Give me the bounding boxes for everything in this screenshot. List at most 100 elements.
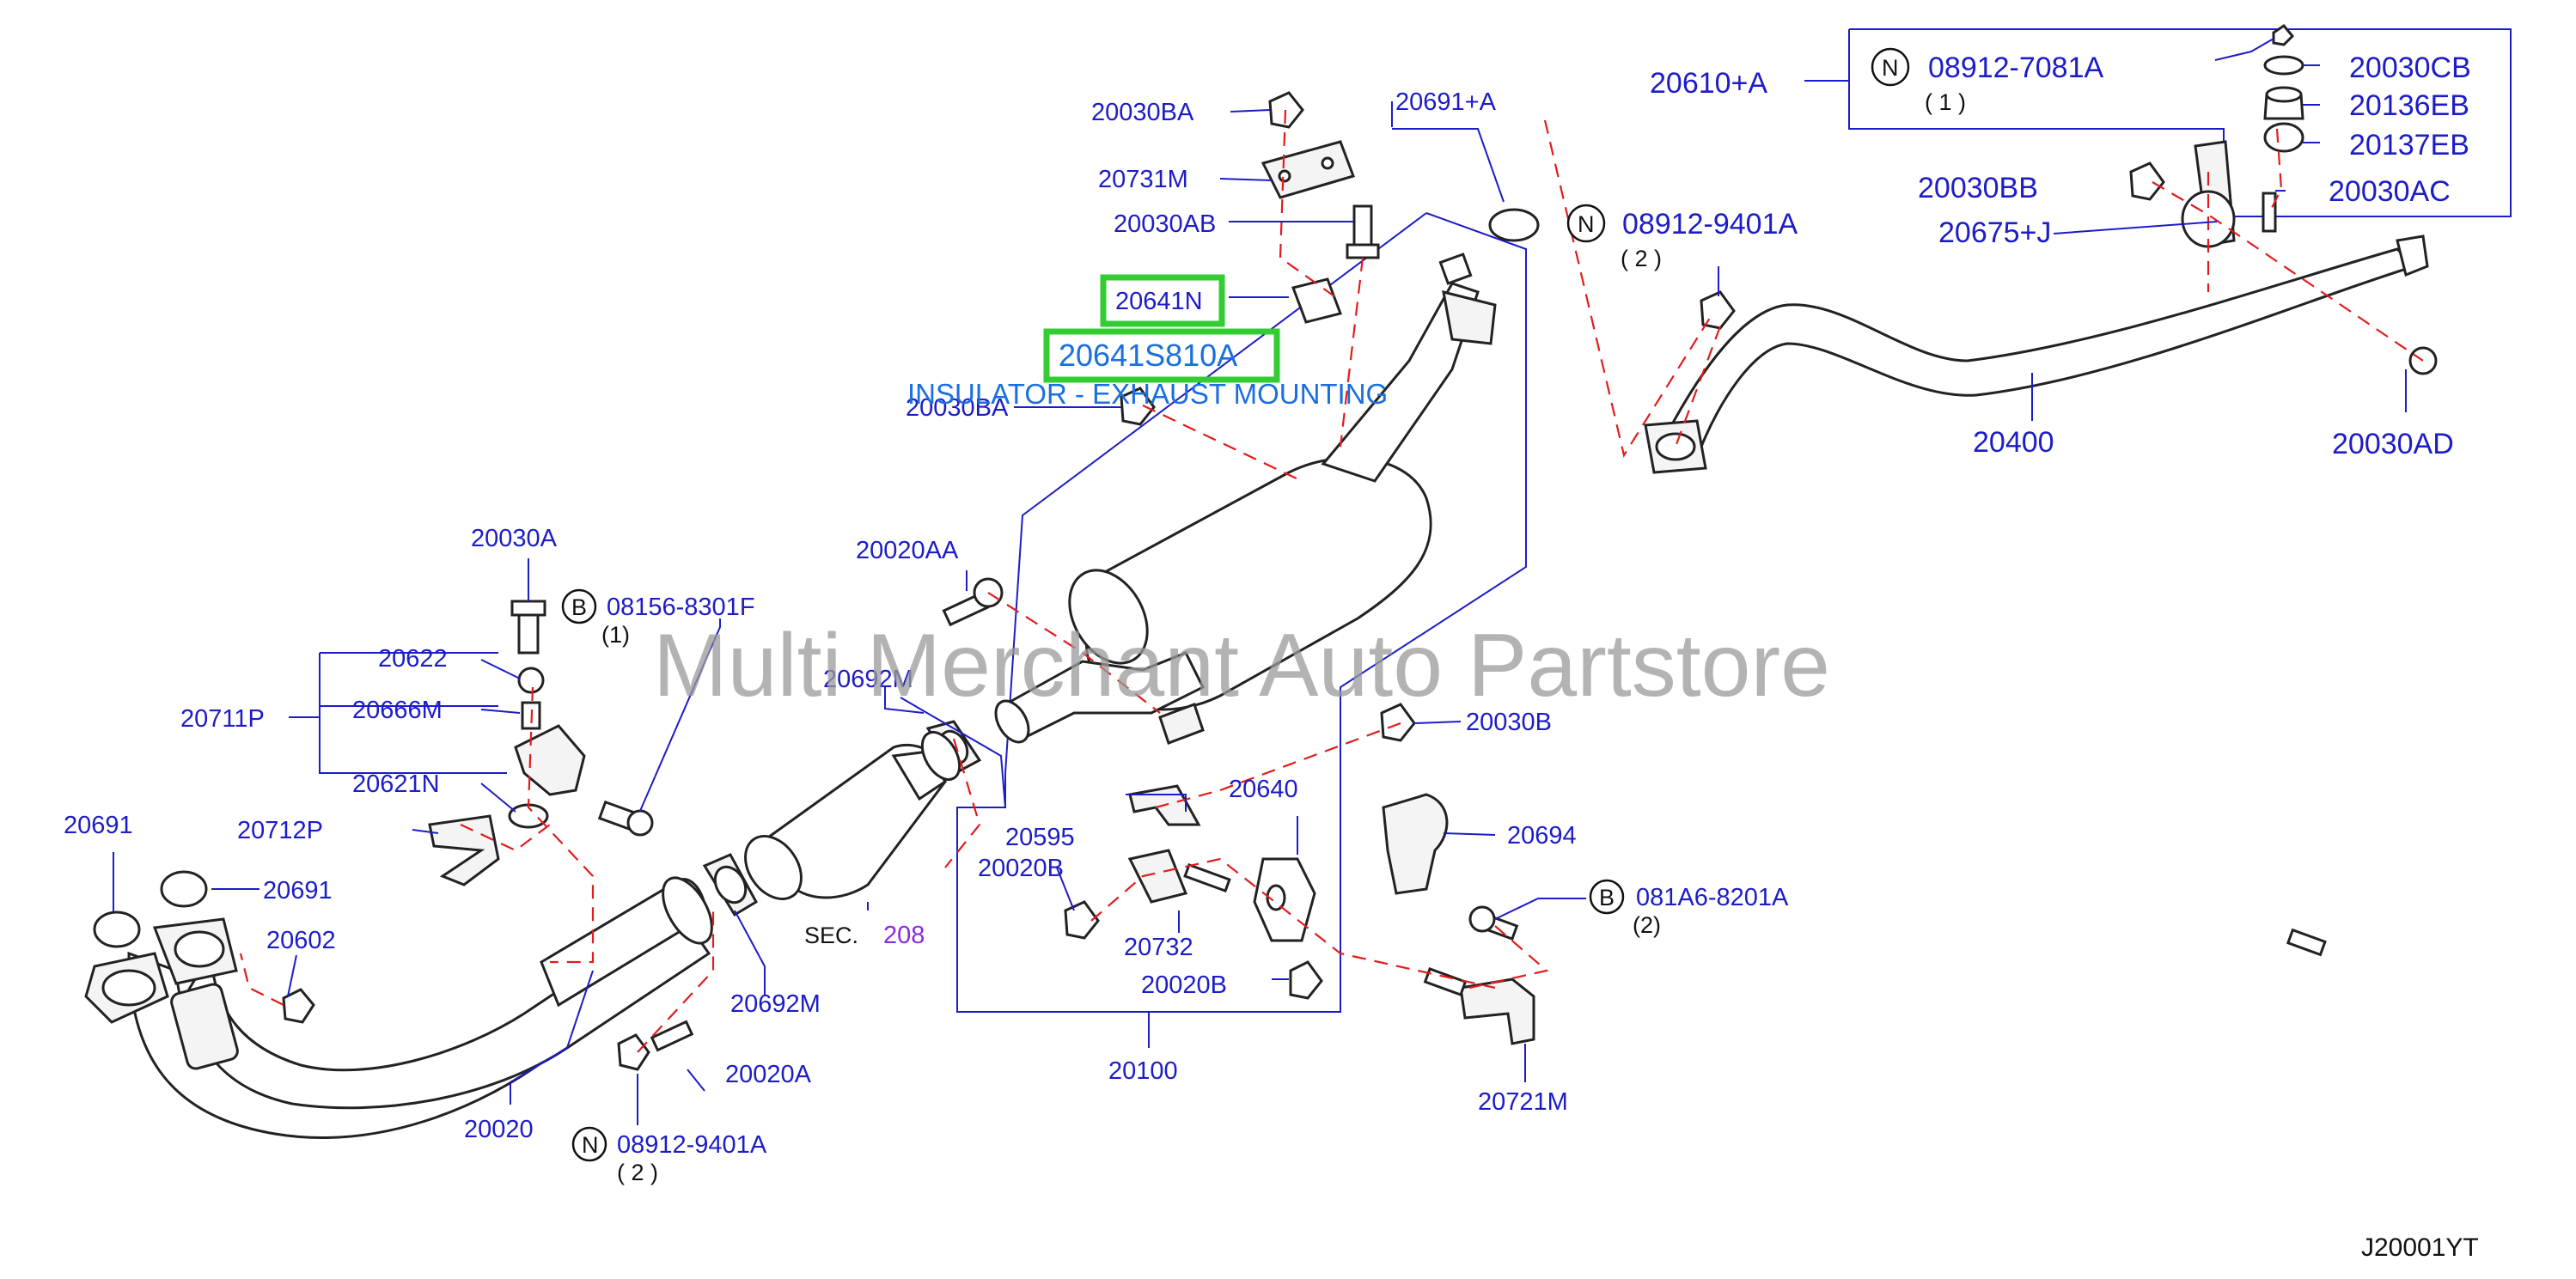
label-20712P: 20712P — [237, 817, 323, 844]
label-20621N: 20621N — [352, 770, 440, 798]
svg-text:08156-8301F: 08156-8301F — [607, 594, 755, 621]
callout-b-08156-8301F: B 08156-8301F (1) — [561, 588, 755, 648]
leader-lines — [113, 38, 2407, 1125]
svg-text:08912-9401A: 08912-9401A — [1622, 208, 1798, 241]
label-20030AC: 20030AC — [2329, 175, 2451, 208]
callout-n-08912-9401A-rear: N 08912-9401A ( 2 ) — [1566, 204, 1798, 271]
label-20610A: 20610+A — [1650, 67, 1767, 100]
bracket-20712P — [428, 814, 500, 886]
label-20030BB: 20030BB — [1918, 172, 2038, 204]
nut-20020B-a — [1064, 900, 1100, 940]
label-20731M: 20731M — [1098, 166, 1188, 193]
svg-text:(1): (1) — [601, 622, 630, 648]
svg-text:N: N — [1882, 55, 1899, 81]
bracket-20731M — [1261, 140, 1355, 199]
highlight-box-part — [1100, 274, 1225, 327]
svg-text:B: B — [1599, 885, 1615, 911]
callout-n-08912-9401A-front: N 08912-9401A ( 2 ) — [571, 1126, 767, 1185]
label-20691-b: 20691 — [263, 877, 333, 904]
stud-20020A — [650, 1020, 694, 1052]
nut-20020B-b — [1289, 960, 1323, 1000]
svg-text:( 2 ): ( 2 ) — [1621, 246, 1662, 271]
label-20100: 20100 — [1108, 1057, 1178, 1085]
label-20691A: 20691+A — [1395, 88, 1497, 116]
label-20030BA-top: 20030BA — [1091, 99, 1194, 126]
label-20030B: 20030B — [1466, 709, 1552, 736]
callout-b-081A6-8201A: B 081A6-8201A (2) — [1589, 879, 1789, 938]
catalytic-converter — [744, 743, 947, 900]
highlight-part-number: 20641N — [1115, 288, 1203, 315]
svg-text:B: B — [571, 594, 587, 620]
label-sec: SEC. — [804, 923, 858, 948]
nut-08912-7081A — [2272, 24, 2295, 46]
label-20136EB: 20136EB — [2349, 89, 2469, 122]
part-labels: 20030BA 20691+A 20731M 20030AB 20030BA 2… — [64, 52, 2471, 1143]
bolt-20030AD — [2286, 928, 2327, 957]
bracket-20721M — [1459, 978, 1535, 1045]
highlight-description: INSULATOR - EXHAUST MOUNTING — [907, 378, 1388, 410]
label-20030AB: 20030AB — [1114, 210, 1216, 238]
svg-text:( 1 ): ( 1 ) — [1925, 89, 1966, 115]
label-20020: 20020 — [464, 1116, 534, 1143]
svg-text:08912-9401A: 08912-9401A — [617, 1131, 767, 1159]
label-20640: 20640 — [1229, 776, 1298, 803]
label-20622: 20622 — [378, 645, 448, 673]
svg-text:08912-7081A: 08912-7081A — [1928, 52, 2104, 84]
label-20137EB: 20137EB — [2349, 129, 2469, 161]
dashed-guides — [239, 109, 2424, 1053]
bracket-20732 — [1127, 849, 1188, 904]
svg-text:(2): (2) — [1633, 912, 1661, 938]
callout-n-08912-7081A: N 08912-7081A ( 1 ) — [1871, 47, 2104, 115]
label-20692M-a: 20692M — [823, 666, 913, 693]
label-20020A: 20020A — [725, 1061, 812, 1088]
gasket-20691-b — [160, 870, 208, 908]
bracket-20711P-body — [514, 724, 586, 796]
gasket-20691-a — [93, 911, 141, 948]
gasket-20691A — [1488, 208, 1540, 242]
nut-20030BB — [2129, 161, 2165, 201]
label-20692M-b: 20692M — [730, 990, 821, 1018]
label-20030AD: 20030AD — [2332, 428, 2454, 460]
label-20030CB: 20030CB — [2349, 52, 2471, 84]
svg-text:N: N — [1578, 211, 1595, 237]
watermark-text: Multi Merchant Auto Partstore — [653, 616, 1830, 716]
washer-20622 — [517, 667, 545, 694]
label-20030A: 20030A — [471, 525, 558, 552]
center-muffler-20100 — [994, 253, 1497, 745]
rubber-20137EB — [2263, 122, 2304, 153]
bolt-20030AC — [2262, 192, 2277, 233]
svg-text:( 2 ): ( 2 ) — [617, 1160, 658, 1185]
parts-drawings — [84, 24, 2438, 1139]
label-20020AA: 20020AA — [856, 537, 959, 564]
label-20020B-a: 20020B — [978, 855, 1064, 882]
diagram-code: J20001YT — [2361, 1233, 2479, 1262]
label-20675J: 20675+J — [1938, 216, 2051, 249]
bolt-20030AB — [1352, 204, 1373, 251]
insulator-20641N — [1291, 277, 1342, 324]
highlight-box-oem — [1043, 328, 1280, 383]
nut-20602 — [282, 988, 315, 1024]
label-20020B-b: 20020B — [1141, 971, 1227, 999]
label-20666M: 20666M — [352, 697, 443, 724]
label-20732: 20732 — [1124, 934, 1193, 961]
tail-pipe-20400 — [1644, 234, 2429, 474]
nut-08912-9401A-low — [617, 1033, 650, 1071]
svg-text:081A6-8201A: 081A6-8201A — [1636, 884, 1789, 911]
nut-20030B — [1380, 703, 1416, 742]
clip-20694 — [1382, 793, 1449, 895]
label-20030BA-mid: 20030BA — [906, 394, 1009, 422]
label-20400: 20400 — [1973, 426, 2054, 459]
gasket-muffler-front — [920, 731, 961, 781]
label-20694: 20694 — [1507, 822, 1577, 850]
nut-20030BA-mid — [1120, 387, 1156, 426]
nut-20030BA-top — [1268, 91, 1304, 129]
label-20602: 20602 — [266, 927, 336, 954]
highlighted-part: 20641N 20641S810A INSULATOR - EXHAUST MO… — [907, 274, 1388, 410]
label-20691-a: 20691 — [64, 812, 133, 839]
front-pipe-20020 — [84, 876, 713, 1139]
highlight-oem-number: 20641S810A — [1059, 338, 1237, 373]
svg-text:N: N — [582, 1132, 599, 1158]
label-20711P: 20711P — [180, 705, 265, 733]
label-20721M: 20721M — [1478, 1088, 1568, 1116]
